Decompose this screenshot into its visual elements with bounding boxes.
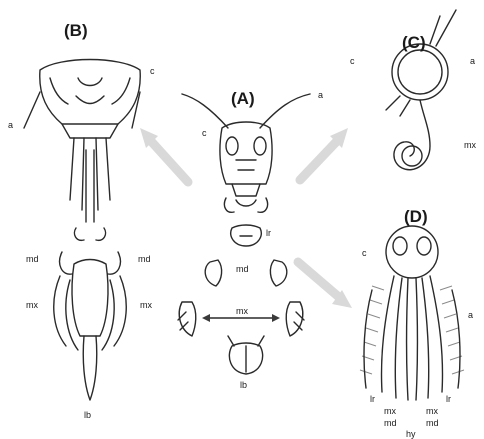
label-d-c: c	[362, 248, 367, 258]
label-d-mx-left: mx	[384, 406, 396, 416]
label-a-md: md	[236, 264, 249, 274]
label-d-lr-left: lr	[370, 394, 375, 404]
label-b-a: a	[8, 120, 13, 130]
label-a-a: a	[318, 90, 323, 100]
panel-a-title: (A)	[231, 89, 255, 108]
panel-a-grasshopper-head	[178, 94, 310, 374]
label-b-md-left: md	[26, 254, 39, 264]
panel-d-fly-head	[360, 226, 464, 400]
label-c-c: c	[350, 56, 355, 66]
label-b-mx-right: mx	[140, 300, 152, 310]
panel-b-title: (B)	[64, 21, 88, 40]
panel-c-title: (C)	[402, 33, 426, 52]
label-d-lr-right: lr	[446, 394, 451, 404]
panel-b-bee-head	[24, 60, 140, 401]
label-a-lr: lr	[266, 228, 271, 238]
label-d-a: a	[468, 310, 473, 320]
label-c-mx: mx	[464, 140, 476, 150]
arrow-a-to-d	[298, 262, 352, 308]
label-b-md-right: md	[138, 254, 151, 264]
label-b-c: c	[150, 66, 155, 76]
label-a-c: c	[202, 128, 207, 138]
label-d-md-left: md	[384, 418, 397, 428]
label-d-md-right: md	[426, 418, 439, 428]
label-b-lb: lb	[84, 410, 91, 420]
label-b-mx-left: mx	[26, 300, 38, 310]
arrow-a-to-c	[300, 128, 348, 180]
arrow-a-to-b	[140, 128, 188, 182]
label-c-a: a	[470, 56, 475, 66]
label-d-mx-right: mx	[426, 406, 438, 416]
label-a-mx: mx	[236, 306, 248, 316]
label-a-lb: lb	[240, 380, 247, 390]
panel-d-title: (D)	[404, 207, 428, 226]
label-d-hy: hy	[406, 429, 416, 439]
